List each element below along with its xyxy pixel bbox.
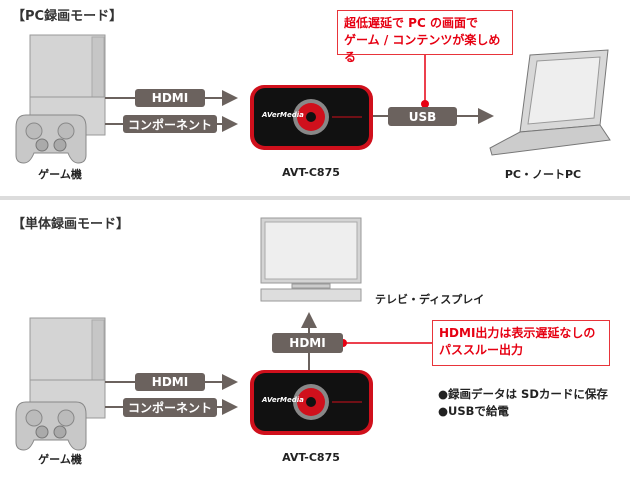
device-logo: AVerMedia <box>262 111 304 119</box>
section-divider <box>0 196 630 200</box>
pc-label: PC・ノートPC <box>504 168 582 181</box>
tv-icon <box>260 217 362 302</box>
hdmi-out-pill: HDMI <box>272 333 343 353</box>
tv-label: テレビ・ディスプレイ <box>375 293 485 306</box>
controller-icon <box>15 114 87 164</box>
component-pill-2: コンポーネント <box>123 398 217 417</box>
console-label-2: ゲーム機 <box>38 453 82 466</box>
pc-mode-callout: 超低遅延で PC の画面で ゲーム / コンテンツが楽しめる <box>337 10 513 64</box>
standalone-callout: HDMI出力は表示遅延なしの パススルー出力 <box>432 320 610 366</box>
laptop-icon <box>489 49 611 156</box>
note-usb-power: ●USBで給電 <box>438 404 509 418</box>
device-logo-2: AVerMedia <box>262 396 304 404</box>
callout-line-1: 超低遅延で PC の画面で <box>344 16 478 30</box>
console-label: ゲーム機 <box>38 168 82 181</box>
notes-list: ●録画データは SDカードに保存 ●USBで給電 <box>438 386 608 420</box>
callout-line-1: HDMI出力は表示遅延なしの <box>439 326 596 340</box>
callout-dot <box>421 100 429 108</box>
hdmi-pill: HDMI <box>135 89 205 107</box>
usb-pill: USB <box>388 107 457 126</box>
callout-line-2: ゲーム / コンテンツが楽しめる <box>344 33 501 64</box>
standalone-mode-title: 【単体録画モード】 <box>12 217 130 232</box>
hdmi-pill-2: HDMI <box>135 373 205 391</box>
component-pill: コンポーネント <box>123 115 217 133</box>
callout-line-2: パススルー出力 <box>439 343 524 357</box>
device-label-2: AVT-C875 <box>282 451 340 464</box>
pc-mode-title: 【PC録画モード】 <box>12 9 123 24</box>
controller-icon-2 <box>15 401 87 451</box>
device-label: AVT-C875 <box>282 166 340 179</box>
note-sd-card: ●録画データは SDカードに保存 <box>438 387 608 401</box>
